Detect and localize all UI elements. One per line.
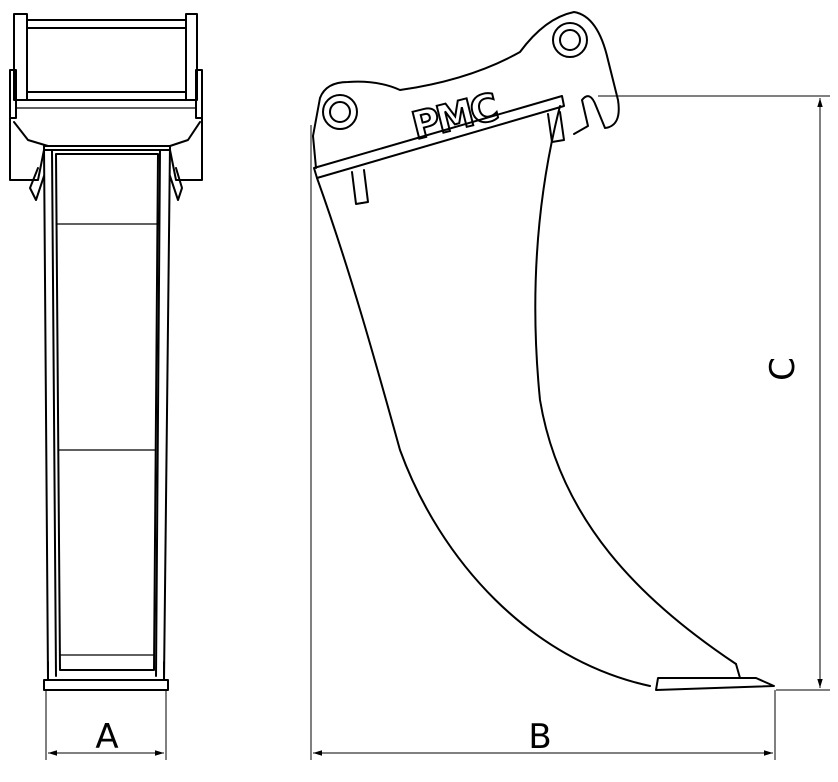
front-view: [9, 13, 203, 691]
dimension-label-c: C: [763, 357, 803, 381]
dimension-label-b: B: [528, 717, 551, 757]
dimension-lines: [45, 95, 830, 760]
side-view: PMC: [312, 11, 775, 691]
dimension-label-a: A: [95, 717, 118, 757]
